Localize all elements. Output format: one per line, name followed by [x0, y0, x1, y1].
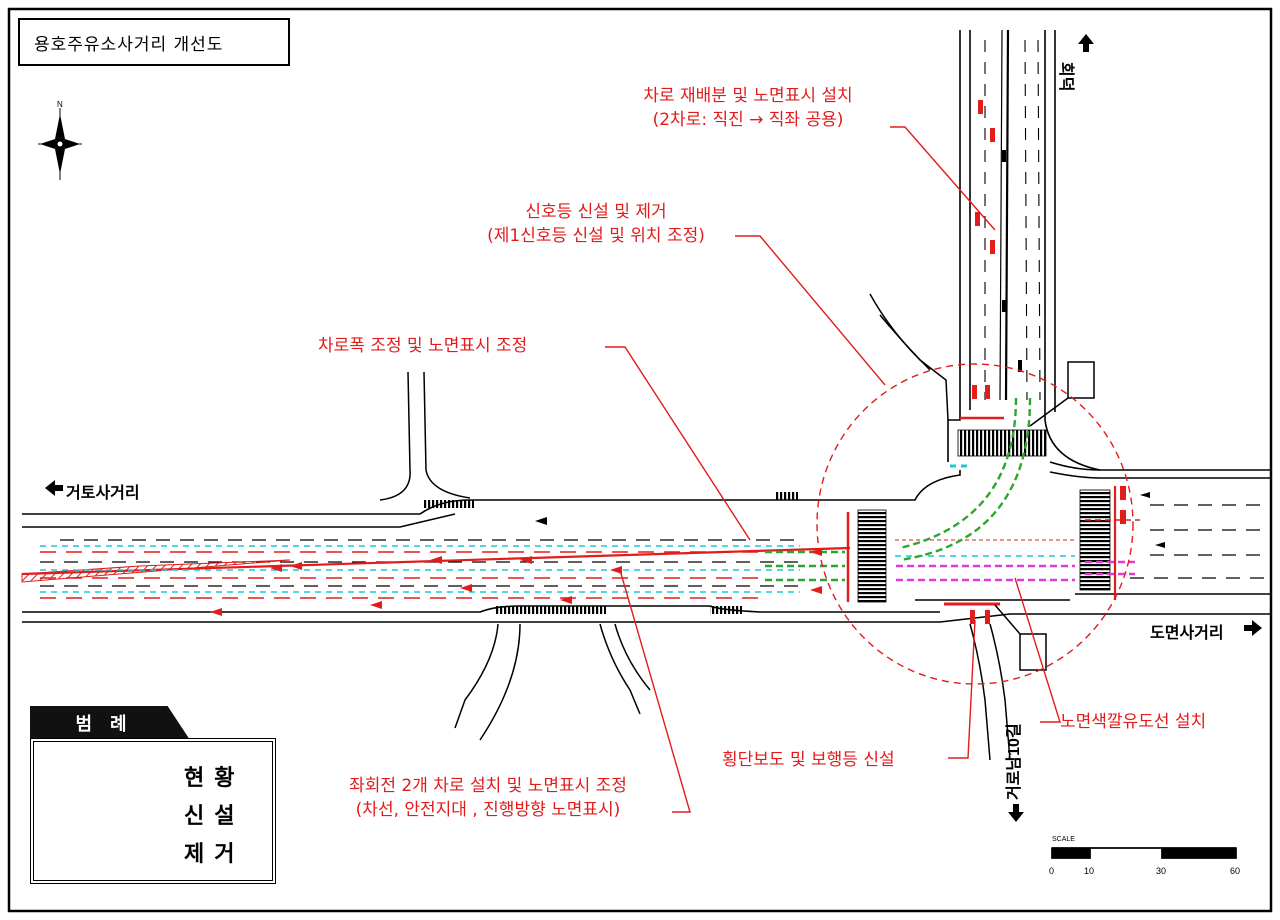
north-arrow-icon: [38, 108, 82, 180]
safety-zone-hatch: [21, 559, 291, 583]
legend-header: 범례: [30, 706, 190, 740]
scale-tick-10: 10: [1084, 866, 1095, 876]
note-signal-line2: (제1신호등 신설 및 위치 조정): [487, 226, 705, 246]
direction-west: 거토사거리: [66, 485, 140, 502]
note-left-turn: 좌회전 2개 차로 설치 및 노면표시 조정 (차선, 안전지대 , 진행방향 …: [300, 774, 676, 822]
drawing-border: [7, 7, 1273, 913]
legend-box: [30, 738, 276, 884]
note-left-turn-line2: (차선, 안전지대 , 진행방향 노면표시): [355, 800, 621, 820]
note-lane-reallocation: 차로 재배분 및 노면표시 설치 (2차로: 직진 → 직좌 공용): [598, 84, 898, 132]
note-lane-reallocation-line2: (2차로: 직진 → 직좌 공용): [652, 110, 844, 130]
north-label: N: [57, 100, 63, 109]
magenta-guide-lines: [896, 560, 1135, 582]
note-left-turn-line1: 좌회전 2개 차로 설치 및 노면표시 조정: [349, 776, 627, 796]
crosswalk-north: [957, 429, 1047, 457]
direction-east: 도면사거리: [1150, 625, 1224, 642]
north-road: [947, 29, 1101, 471]
lane-dashes: [40, 504, 1265, 587]
north-lane-dashes: [984, 39, 1041, 401]
scale-tick-30: 30: [1156, 866, 1167, 876]
main-road: [22, 461, 1270, 623]
drawing-title: 용호주유소사거리 개선도: [18, 18, 290, 66]
note-lane-width: 차로폭 조정 및 노면표시 조정: [318, 336, 528, 356]
stopline-south: [710, 606, 742, 614]
removed-lanes: [40, 464, 1075, 593]
green-guide-lines: [765, 397, 1032, 582]
legend-label-existing: 현황: [184, 766, 245, 791]
legend-label-removed: 제거: [184, 842, 245, 867]
crosswalk-west: [857, 509, 887, 603]
direction-markings: [210, 100, 1126, 624]
direction-arrows: [45, 34, 1262, 822]
stopline-sw: [496, 606, 606, 614]
note-signal: 신호등 신설 및 제거 (제1신호등 신설 및 위치 조정): [448, 200, 744, 248]
scale-tick-60: 60: [1230, 866, 1241, 876]
crosswalk-east: [1079, 489, 1111, 591]
existing-markings: [535, 150, 1165, 548]
note-signal-line1: 신호등 신설 및 제거: [525, 202, 667, 222]
scale-bar: [1051, 847, 1237, 859]
legend-label-new: 신설: [184, 804, 245, 829]
direction-south: 거로남10길: [1006, 723, 1023, 800]
scale-title: SCALE: [1052, 836, 1075, 843]
note-color-guide: 노면색깔유도선 설치: [1060, 712, 1207, 732]
note-crosswalk: 횡단보도 및 보행등 신설: [722, 750, 895, 770]
stopline-mid: [776, 492, 798, 500]
leader-lines: [605, 126, 1061, 813]
side-streets: [379, 293, 1011, 761]
direction-north: 회덕: [1057, 62, 1074, 92]
note-lane-reallocation-line1: 차로 재배분 및 노면표시 설치: [643, 86, 853, 106]
scale-tick-0: 0: [1049, 866, 1055, 876]
stopline-nw: [424, 500, 474, 508]
improvement-zone-circle: [816, 363, 1134, 685]
